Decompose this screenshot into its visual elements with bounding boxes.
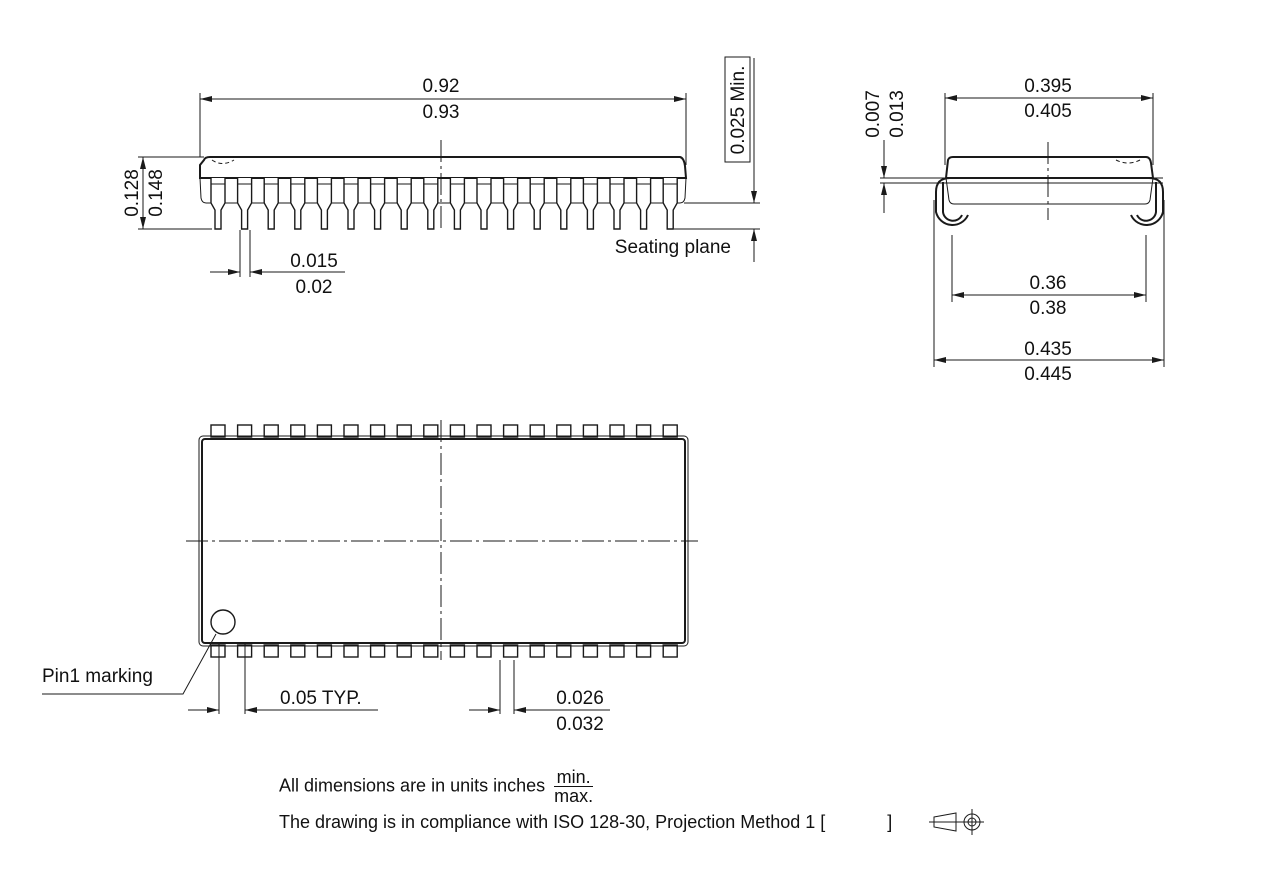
bottom-lead: [662, 644, 678, 658]
bottom-lead: [529, 644, 545, 658]
side-lead-width-min: 0.015: [290, 251, 338, 272]
top-view: Pin1 marking 0.05 TYP. 0.026 0.032: [42, 420, 698, 735]
top-lead: [210, 424, 226, 438]
side-lead: [396, 178, 412, 230]
top-lead: [556, 424, 572, 438]
side-lead: [662, 178, 678, 230]
body-width-min: 0.395: [1024, 76, 1072, 97]
bottom-lead: [263, 644, 279, 658]
bottom-lead: [502, 644, 519, 658]
top-lead: [316, 424, 333, 438]
units-fraction: min. max.: [554, 768, 594, 806]
top-lead: [582, 424, 599, 438]
side-view: 0.92 0.93 0.128 0.148 0.015 0.02 0.025 M…: [122, 56, 760, 298]
bottom-lead: [556, 644, 572, 658]
top-lead: [369, 424, 386, 438]
side-lead: [582, 178, 599, 230]
fraction-min: min.: [554, 768, 594, 787]
units-text: All dimensions are in units inches: [279, 775, 546, 796]
top-lead: [423, 424, 439, 438]
side-lead: [449, 178, 466, 230]
top-lead-width-min: 0.026: [556, 688, 604, 709]
bottom-lead: [635, 644, 652, 658]
pin1-marking-circle: [210, 609, 236, 635]
length-min: 0.92: [423, 76, 460, 97]
compliance-close: ]: [887, 812, 893, 832]
lead-span-min: 0.36: [1030, 273, 1067, 294]
side-lead: [343, 178, 359, 230]
lead-span-max: 0.38: [1030, 298, 1067, 319]
side-lead: [210, 178, 226, 230]
top-lead: [449, 424, 466, 438]
side-lead: [423, 178, 439, 230]
lead-thickness-max: 0.013: [887, 90, 908, 138]
top-lead: [502, 424, 519, 438]
top-lead: [476, 424, 492, 438]
compliance-note: The drawing is in compliance with ISO 12…: [279, 812, 892, 833]
bottom-lead: [609, 644, 625, 658]
end-view: 0.395 0.405 0.007 0.013 0.36 0.38 0.435 …: [863, 76, 1165, 385]
top-pins-lower: [210, 644, 678, 658]
pitch-label: 0.05 TYP.: [280, 688, 362, 709]
side-lead: [476, 178, 492, 230]
top-lead: [662, 424, 678, 438]
top-lead: [236, 424, 253, 438]
first-angle-projection-icon: [929, 809, 984, 835]
side-lead: [263, 178, 279, 230]
height-min: 0.128: [122, 169, 143, 217]
side-lead: [556, 178, 572, 230]
units-note: All dimensions are in units inches min. …: [279, 768, 594, 806]
side-lead: [635, 178, 652, 230]
overall-width-min: 0.435: [1024, 339, 1072, 360]
seating-plane-label: Seating plane: [615, 237, 731, 258]
bottom-lead: [343, 644, 359, 658]
bottom-lead: [316, 644, 333, 658]
side-lead: [609, 178, 625, 230]
side-lead: [290, 178, 306, 230]
side-lead-width-max: 0.02: [296, 277, 333, 298]
side-lead: [369, 178, 386, 230]
length-max: 0.93: [423, 102, 460, 123]
top-lead: [343, 424, 359, 438]
fraction-max: max.: [554, 786, 594, 806]
side-lead: [316, 178, 333, 230]
top-lead: [290, 424, 306, 438]
top-lead: [609, 424, 625, 438]
overall-width-max: 0.445: [1024, 364, 1072, 385]
bottom-lead: [582, 644, 599, 658]
top-lead: [396, 424, 412, 438]
bottom-lead: [369, 644, 386, 658]
bottom-lead: [476, 644, 492, 658]
bottom-lead: [290, 644, 306, 658]
bottom-lead: [210, 644, 226, 658]
side-pins: [210, 178, 678, 230]
top-lead-width-max: 0.032: [556, 714, 604, 735]
bottom-lead: [449, 644, 466, 658]
height-max: 0.148: [146, 169, 167, 217]
top-lead: [529, 424, 545, 438]
side-lead: [236, 178, 253, 230]
compliance-text: The drawing is in compliance with ISO 12…: [279, 812, 826, 832]
standoff-label: 0.025 Min.: [728, 66, 749, 155]
bottom-lead: [423, 644, 439, 658]
side-lead: [529, 178, 545, 230]
pin1-label: Pin1 marking: [42, 666, 153, 687]
top-lead: [635, 424, 652, 438]
side-lead: [502, 178, 519, 230]
bottom-lead: [396, 644, 412, 658]
lead-thickness-min: 0.007: [863, 90, 884, 138]
body-width-max: 0.405: [1024, 101, 1072, 122]
top-lead: [263, 424, 279, 438]
top-pins-upper: [210, 424, 678, 438]
